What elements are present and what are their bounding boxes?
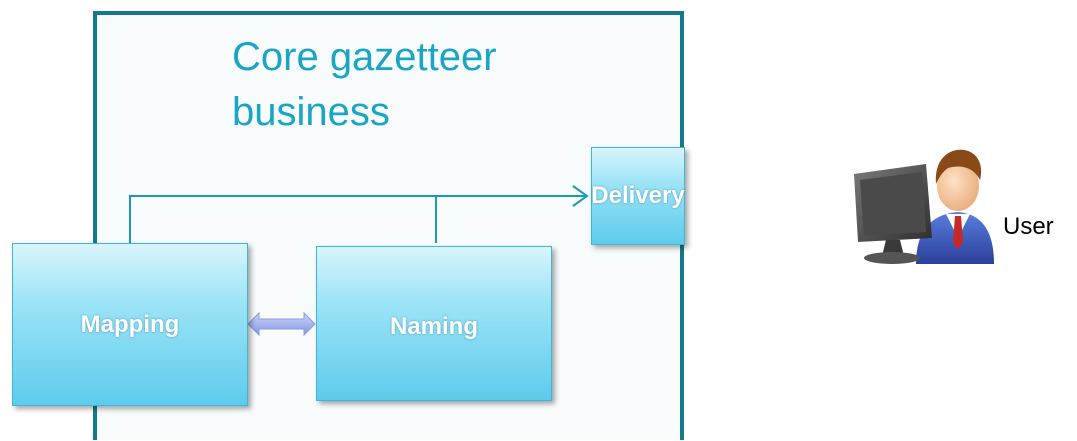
mapping-to-delivery-line <box>129 195 585 243</box>
naming-box: Naming <box>316 246 552 401</box>
mapping-box: Mapping <box>12 243 248 406</box>
delivery-arrowhead <box>572 185 589 207</box>
mapping-naming-double-arrow <box>247 311 316 337</box>
frame-title: Core gazetteer business <box>232 35 497 134</box>
mapping-label: Mapping <box>80 310 180 338</box>
user-at-computer-icon <box>854 149 994 264</box>
delivery-label: Delivery <box>591 182 685 209</box>
user-label: User <box>1003 213 1054 240</box>
naming-label: Naming <box>389 312 478 340</box>
delivery-box: Delivery <box>591 147 685 245</box>
